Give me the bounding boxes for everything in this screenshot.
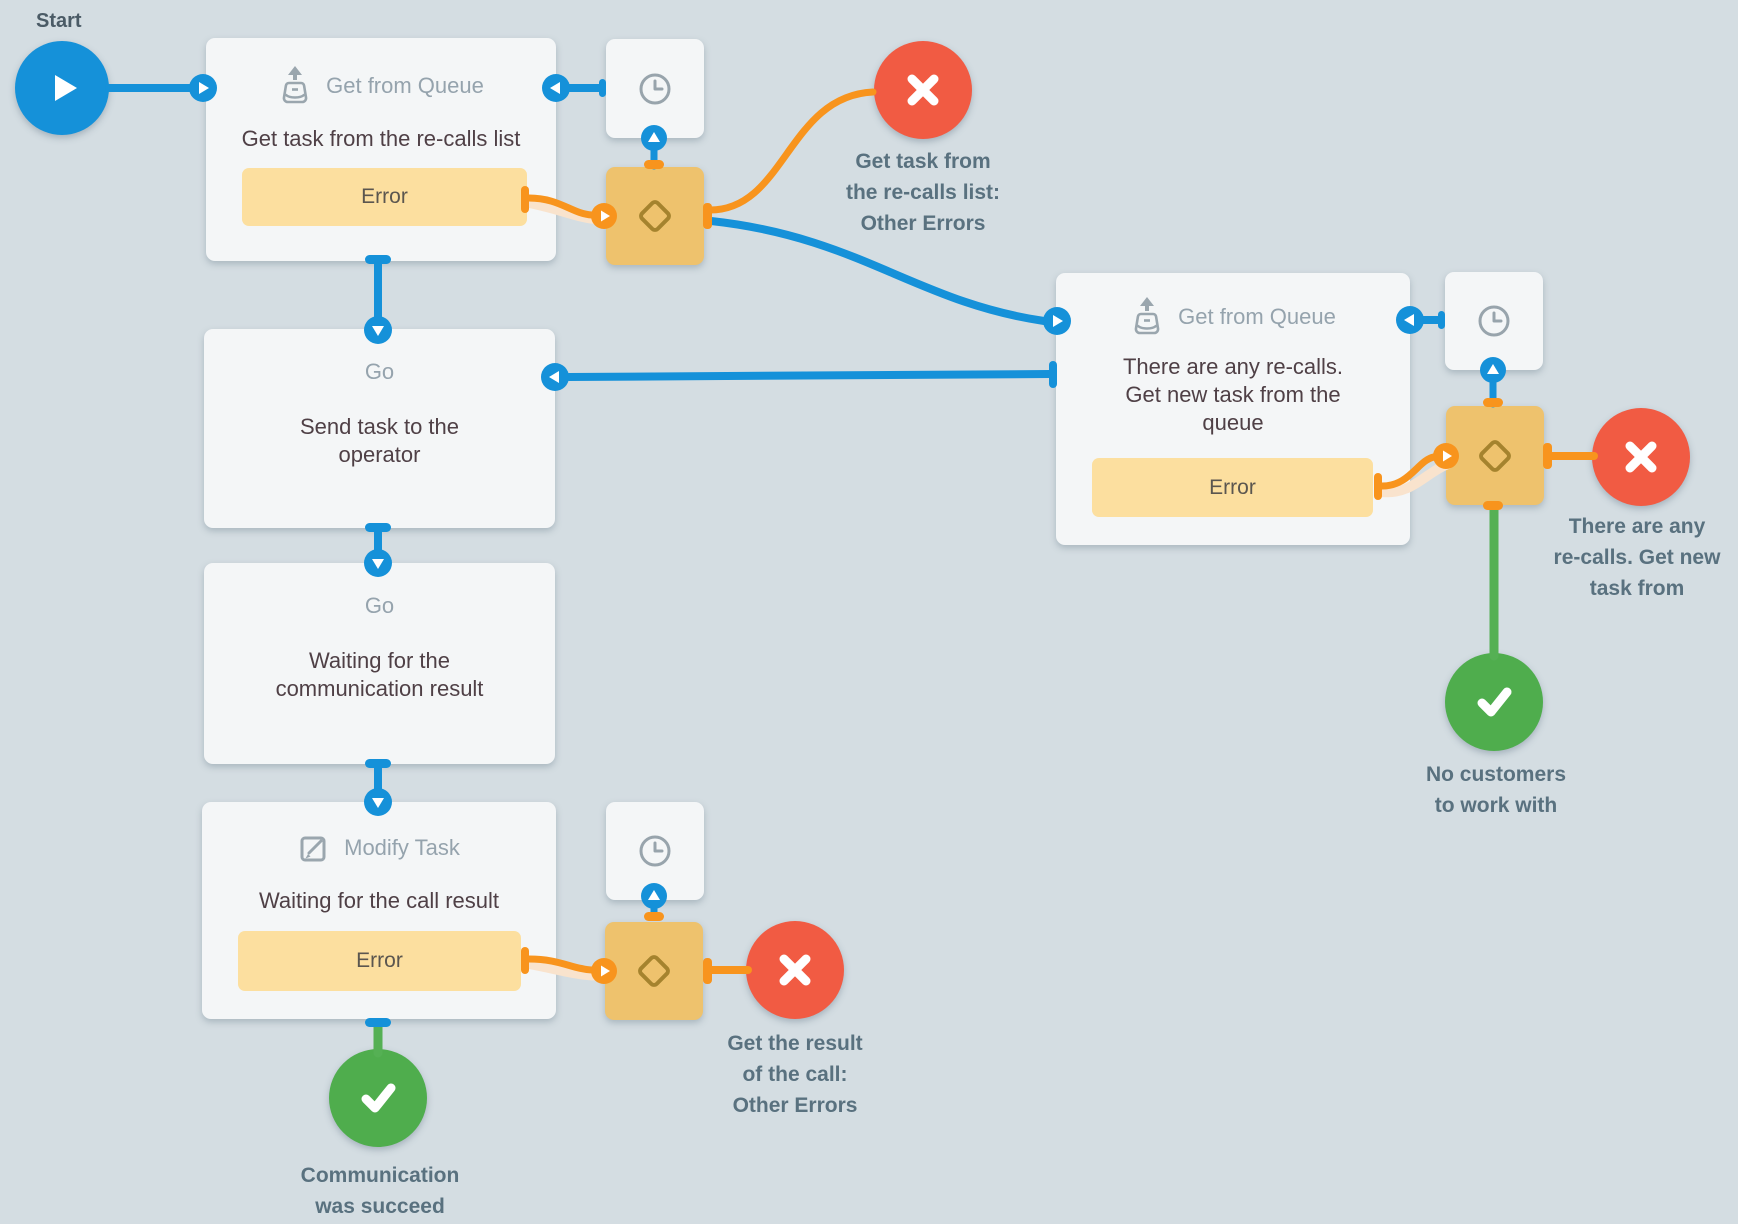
port-condition2-top-bar[interactable]: [1483, 398, 1503, 407]
x-icon: [1625, 441, 1657, 473]
port-condition2-right-bar[interactable]: [1543, 443, 1552, 469]
port-condition3-right-bar[interactable]: [703, 958, 712, 984]
port-go1-right[interactable]: [541, 363, 569, 391]
port-condition2-bottom-bar[interactable]: [1483, 501, 1503, 510]
port-condition3-input[interactable]: [591, 958, 617, 984]
port-condition3-top-bar[interactable]: [644, 912, 664, 921]
node-type-label: Get from Queue: [1178, 304, 1336, 329]
port-condition2-input[interactable]: [1433, 443, 1459, 469]
caption-communication: Communication was succeed: [300, 1164, 460, 1218]
terminal-success-communication[interactable]: [329, 1049, 427, 1147]
node-title: Waiting for the communication result: [275, 648, 484, 701]
port-timer2-left-bar[interactable]: [1438, 311, 1445, 329]
port-queue1-right[interactable]: [542, 74, 570, 102]
error-output-band[interactable]: Error: [238, 931, 521, 991]
connector-error2-to-condition2[interactable]: [1378, 453, 1438, 490]
port-condition1-input[interactable]: [591, 203, 617, 229]
diamond-icon: [1479, 439, 1511, 472]
condition-node-3[interactable]: [605, 922, 703, 1020]
check-icon: [1477, 687, 1512, 717]
x-icon: [779, 954, 811, 986]
clock-icon: [639, 73, 671, 104]
error-band-label: Error: [356, 949, 403, 972]
node-title: Get task from the re-calls list: [241, 126, 521, 151]
start-label: Start: [36, 10, 82, 32]
terminal-error-call[interactable]: [746, 921, 844, 1019]
clock-icon: [639, 835, 671, 867]
node-go-waiting-communication[interactable]: Go Waiting for the communication result: [204, 563, 555, 764]
terminal-error-queue1[interactable]: [874, 41, 972, 139]
port-queue1-input[interactable]: [189, 74, 217, 102]
node-title: Send task to the operator: [300, 414, 459, 467]
timer-node-1[interactable]: [606, 39, 704, 138]
node-type-label: Get from Queue: [326, 73, 484, 98]
node-go-send-task[interactable]: Go Send task to the operator: [204, 329, 555, 528]
port-timer1-bottom[interactable]: [641, 125, 667, 151]
terminal-error-queue2[interactable]: [1592, 408, 1690, 506]
port-condition1-top-bar[interactable]: [644, 160, 664, 169]
port-timer3-bottom[interactable]: [641, 883, 667, 909]
queue-inbox-up-arrow-icon: [1134, 297, 1160, 335]
port-go2-input[interactable]: [364, 549, 392, 577]
port-go1-bottom-bar[interactable]: [365, 523, 391, 532]
port-queue1-bottom-bar[interactable]: [365, 255, 391, 264]
timer-node-2[interactable]: [1445, 272, 1543, 370]
port-condition1-right-bar[interactable]: [703, 203, 712, 229]
start-node[interactable]: [15, 41, 109, 135]
port-queue2-right[interactable]: [1396, 306, 1424, 334]
port-error1-output-bar[interactable]: [521, 186, 529, 213]
condition-node-2[interactable]: [1446, 406, 1544, 505]
error-band-label: Error: [1209, 475, 1256, 499]
port-timer2-bottom[interactable]: [1480, 357, 1506, 383]
port-error2-output-bar[interactable]: [1374, 473, 1382, 500]
x-icon: [907, 74, 939, 106]
clock-icon: [1478, 305, 1510, 337]
caption-error-queue1: Get task from the re-calls list: Other E…: [845, 150, 1001, 235]
caption-error-call: Get the result of the call: Other Errors: [727, 1032, 863, 1117]
error-output-band[interactable]: Error: [242, 168, 527, 226]
node-modify-task[interactable]: Modify Task Waiting for the call result …: [202, 802, 556, 1019]
node-get-from-queue-1[interactable]: Get from Queue Get task from the re-call…: [206, 38, 556, 261]
terminal-success-no-customers[interactable]: [1445, 653, 1543, 751]
error-output-band[interactable]: Error: [1092, 458, 1373, 517]
check-icon: [361, 1083, 396, 1113]
diamond-icon: [638, 955, 670, 987]
caption-no-customers: No customers to work with: [1425, 763, 1567, 817]
connector-condition1-to-queue2[interactable]: [707, 217, 1048, 325]
error-band-label: Error: [361, 185, 408, 208]
condition-node-1[interactable]: [606, 167, 704, 265]
queue-inbox-up-arrow-icon: [282, 66, 308, 104]
pencil-square-icon: [300, 836, 326, 862]
connector-condition1-to-fail1[interactable]: [706, 88, 877, 214]
port-modify-input[interactable]: [364, 788, 392, 816]
port-modify-bottom-bar[interactable]: [365, 1018, 391, 1027]
diamond-icon: [639, 200, 671, 232]
node-type-label: Modify Task: [344, 835, 460, 860]
node-type-label: Go: [364, 593, 395, 618]
port-queue2-input[interactable]: [1043, 307, 1071, 335]
play-icon: [55, 75, 77, 101]
node-type-label: Go: [364, 359, 395, 384]
connector-error1-to-condition1[interactable]: [525, 194, 596, 219]
connector-error3-to-condition3[interactable]: [525, 955, 596, 974]
port-go1-input[interactable]: [364, 316, 392, 344]
port-queue2-left-bar[interactable]: [1049, 361, 1057, 388]
port-go2-bottom-bar[interactable]: [365, 759, 391, 768]
connector-queue2-to-go1[interactable]: [565, 370, 1054, 381]
port-error3-output-bar[interactable]: [521, 947, 529, 974]
node-get-from-queue-2[interactable]: Get from Queue There are any re-calls. G…: [1056, 273, 1410, 545]
caption-error-queue2: There are any re-calls. Get new task fro…: [1553, 515, 1721, 600]
port-timer1-left-bar[interactable]: [599, 79, 606, 97]
node-title: Waiting for the call result: [258, 888, 500, 913]
node-title: There are any re-calls. Get new task fro…: [1122, 354, 1344, 435]
